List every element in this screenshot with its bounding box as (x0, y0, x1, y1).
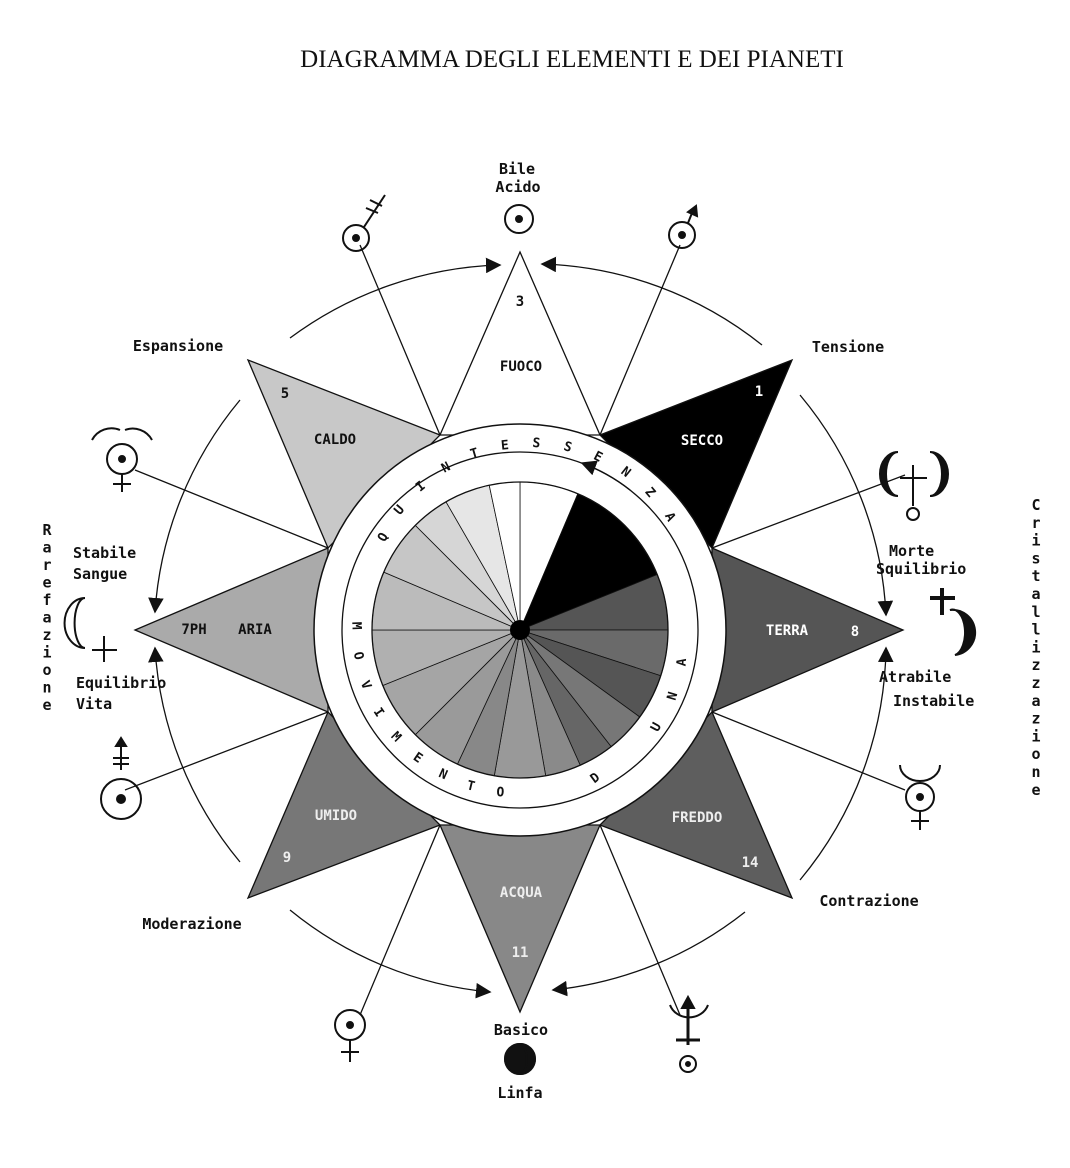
side-word-right: r (1031, 514, 1040, 532)
ring-arrow (580, 460, 631, 491)
side-word-right: s (1031, 549, 1040, 567)
label-morte: Morte (889, 542, 934, 560)
freddo-number: 14 (742, 855, 759, 871)
side-word-right: z (1031, 710, 1040, 728)
side-word-right: a (1031, 692, 1040, 710)
secco-label: SECCO (681, 433, 723, 449)
freddo-label: FREDDO (672, 810, 723, 826)
aria-label: ARIA (238, 622, 272, 638)
mars-sun-icon (668, 204, 699, 249)
side-word-left: f (42, 591, 51, 609)
label-tensione: Tensione (812, 338, 884, 356)
double-moon-cross-icon (879, 451, 949, 521)
uranus-moon-icon (669, 994, 709, 1073)
label-contrazione: Contrazione (819, 892, 918, 910)
side-word-left: a (42, 539, 51, 557)
sector-disc-border (371, 481, 669, 779)
label-vita: Vita (76, 695, 112, 713)
side-word-right: t (1031, 567, 1040, 585)
half-moon-icon (504, 1042, 536, 1076)
label-acido: Acido (495, 178, 540, 196)
label-bile: Bile (499, 160, 535, 178)
side-word-right: C (1031, 496, 1040, 514)
label-sangue: Sangue (73, 565, 127, 583)
side-word-right: e (1031, 781, 1040, 799)
outer-cycle-arcs (148, 256, 894, 999)
side-word-right: n (1031, 763, 1040, 781)
label-linfa: Linfa (497, 1084, 542, 1102)
side-word-left: a (42, 609, 51, 627)
label-atrabile: Atrabile (879, 668, 951, 686)
side-word-right: a (1031, 585, 1040, 603)
quintessence-sector-disc (371, 481, 669, 779)
spike-fuoco (439, 250, 601, 436)
center-dot (510, 620, 530, 640)
label-instabile: Instabile (893, 692, 974, 710)
fuoco-number: 3 (516, 294, 524, 310)
jupiter-sun-icon (100, 736, 142, 820)
label-stabile: Stabile (73, 544, 136, 562)
label-moderazione: Moderazione (142, 915, 241, 933)
aria-number: 7PH (181, 622, 206, 638)
secco-number: 1 (755, 384, 763, 400)
side-word-right: i (1031, 532, 1040, 550)
moon-venus-icon (63, 597, 117, 662)
sun-pluto-icon (342, 194, 386, 252)
diagram-title: DIAGRAMMA DEGLI ELEMENTI E DEI PIANETI (300, 46, 844, 73)
label-equilibrio: Equilibrio (76, 674, 166, 692)
planet-spokes (124, 244, 906, 1016)
sun-icon (504, 204, 534, 234)
side-word-right: l (1031, 603, 1040, 621)
side-word-right: z (1031, 674, 1040, 692)
venus-sun-icon (334, 1009, 366, 1062)
side-word-right: i (1031, 638, 1040, 656)
label-espansione: Espansione (133, 337, 223, 355)
side-word-left: e (42, 696, 51, 714)
label-basico: Basico (494, 1021, 548, 1039)
side-word-right: l (1031, 621, 1040, 639)
side-word-left: n (42, 679, 51, 697)
side-word-right: o (1031, 745, 1040, 763)
mercury-sun-icon (91, 427, 153, 492)
fuoco-label: FUOCO (500, 359, 542, 375)
acqua-number: 11 (512, 945, 529, 961)
umido-number: 9 (283, 850, 291, 866)
acqua-label: ACQUA (500, 885, 543, 901)
side-word-left: r (42, 556, 51, 574)
label-squilibrio: Squilibrio (876, 560, 966, 578)
terra-label: TERRA (766, 623, 809, 639)
side-word-left: z (42, 626, 51, 644)
umido-label: UMIDO (315, 808, 357, 824)
moon-sun-venus-icon (899, 764, 941, 830)
spike-acqua (439, 824, 601, 1014)
terra-number: 8 (851, 624, 859, 640)
side-word-right: z (1031, 656, 1040, 674)
side-word-left: i (42, 644, 51, 662)
side-word-left: o (42, 661, 51, 679)
side-word-left: R (42, 521, 52, 539)
caldo-number: 5 (281, 386, 289, 402)
saturn-icon (930, 588, 977, 656)
caldo-label: CALDO (314, 432, 356, 448)
side-word-right: i (1031, 727, 1040, 745)
side-word-left: e (42, 574, 51, 592)
